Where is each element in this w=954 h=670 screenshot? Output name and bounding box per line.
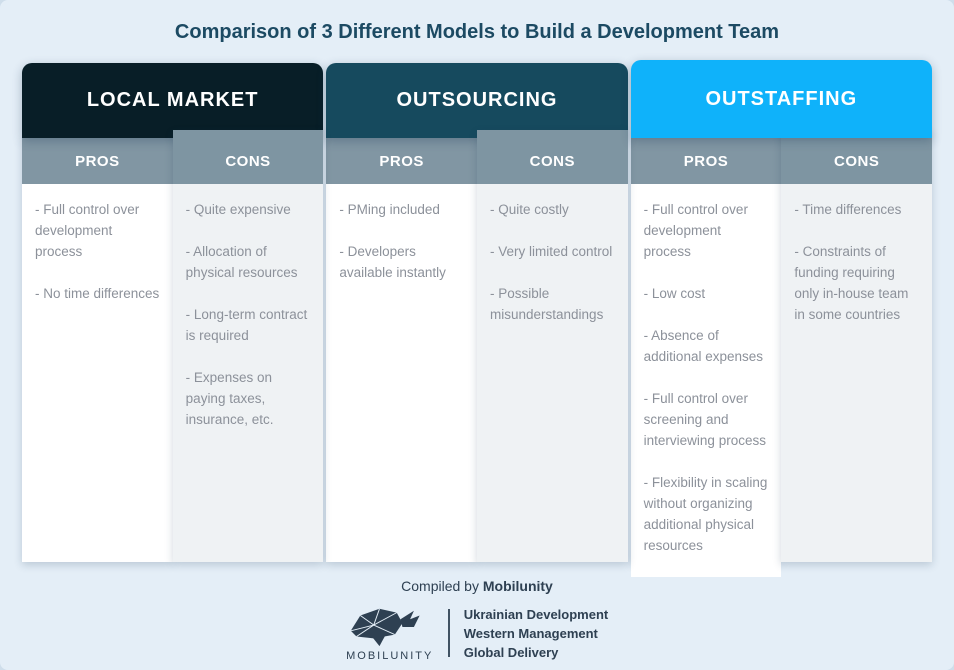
list-item: - Allocation of physical resources xyxy=(185,244,298,280)
list-item: - Developers available instantly xyxy=(339,244,446,280)
tagline-line: Ukrainian Development xyxy=(463,606,609,622)
list-item: - Full control over development process xyxy=(643,202,748,259)
list-item: - Low cost xyxy=(643,286,706,301)
logo-wordmark: MOBILUNITY xyxy=(346,650,434,662)
list-item: - Long-term contract is required xyxy=(185,307,308,343)
cons-subheader: CONS xyxy=(477,130,628,184)
pros-subheader: PROS xyxy=(22,138,173,184)
list-item: - Quite expensive xyxy=(185,202,291,217)
whale-logo-icon xyxy=(350,608,420,647)
list-item: - Very limited control xyxy=(490,244,613,259)
compiled-by: Compiled by Mobilunity xyxy=(0,578,954,594)
list-item: - Time differences xyxy=(794,202,902,217)
list-item: - Possible misunderstandings xyxy=(490,286,604,322)
model-header-outstaffing: OUTSTAFFING xyxy=(630,60,932,138)
pros-list: - PMing included - Developers available i… xyxy=(326,184,477,562)
cons-column: CONS - Quite expensive - Allocation of phy… xyxy=(172,130,324,562)
model-columns: PROS- Full control over development proc… xyxy=(22,130,324,562)
pros-list: - Full control over development process -… xyxy=(630,184,782,577)
cons-column: CONS - Time differences - Constraints of f… xyxy=(781,130,932,562)
pros-column: PROS - PMing included - Developers availab… xyxy=(326,138,477,562)
model-header-outsourcing: OUTSOURCING xyxy=(326,63,628,138)
list-item: - PMing included xyxy=(339,202,440,217)
compiled-by-prefix: Compiled by xyxy=(401,578,479,594)
cons-subheader: CONS xyxy=(172,130,324,184)
list-item: - Quite costly xyxy=(490,202,569,217)
model-columns: PROS- Full control over development proc… xyxy=(630,130,932,577)
tagline-line: Western Management xyxy=(463,625,598,641)
pros-list: - Full control over development process -… xyxy=(22,184,173,562)
cons-list: - Time differences - Constraints of fundi… xyxy=(781,184,932,562)
pros-column: PROS- Full control over development proc… xyxy=(630,138,782,577)
model-columns: PROS - PMing included - Developers availab… xyxy=(326,130,628,562)
list-item: - Constraints of funding requiring only … xyxy=(794,244,909,322)
compiled-by-brand: Mobilunity xyxy=(482,578,553,594)
list-item: - Full control over screening and interv… xyxy=(643,391,766,448)
pros-column: PROS- Full control over development proc… xyxy=(22,138,173,562)
list-item: - No time differences xyxy=(35,286,160,301)
cons-list: - Quite costly - Very limited control - Po… xyxy=(477,184,628,562)
pros-subheader: PROS xyxy=(326,138,477,184)
list-item: - Flexibility in scaling without organiz… xyxy=(643,475,768,553)
logo-divider xyxy=(447,609,450,657)
cons-column: CONS - Quite costly - Very limited control… xyxy=(477,130,628,562)
list-item: - Full control over development process xyxy=(35,202,140,259)
list-item: - Expenses on paying taxes, insurance, e… xyxy=(185,370,274,427)
page-title: Comparison of 3 Different Models to Buil… xyxy=(174,21,780,43)
list-item: - Absence of additional expenses xyxy=(643,328,763,364)
pros-subheader: PROS xyxy=(630,138,782,184)
logo-mark: MOBILUNITY xyxy=(346,604,434,662)
tagline-line: Global Delivery xyxy=(463,644,559,660)
model-header-local-market: LOCAL MARKET xyxy=(22,63,324,138)
cons-list: - Quite expensive - Allocation of physica… xyxy=(172,184,324,562)
cons-subheader: CONS xyxy=(781,130,932,184)
